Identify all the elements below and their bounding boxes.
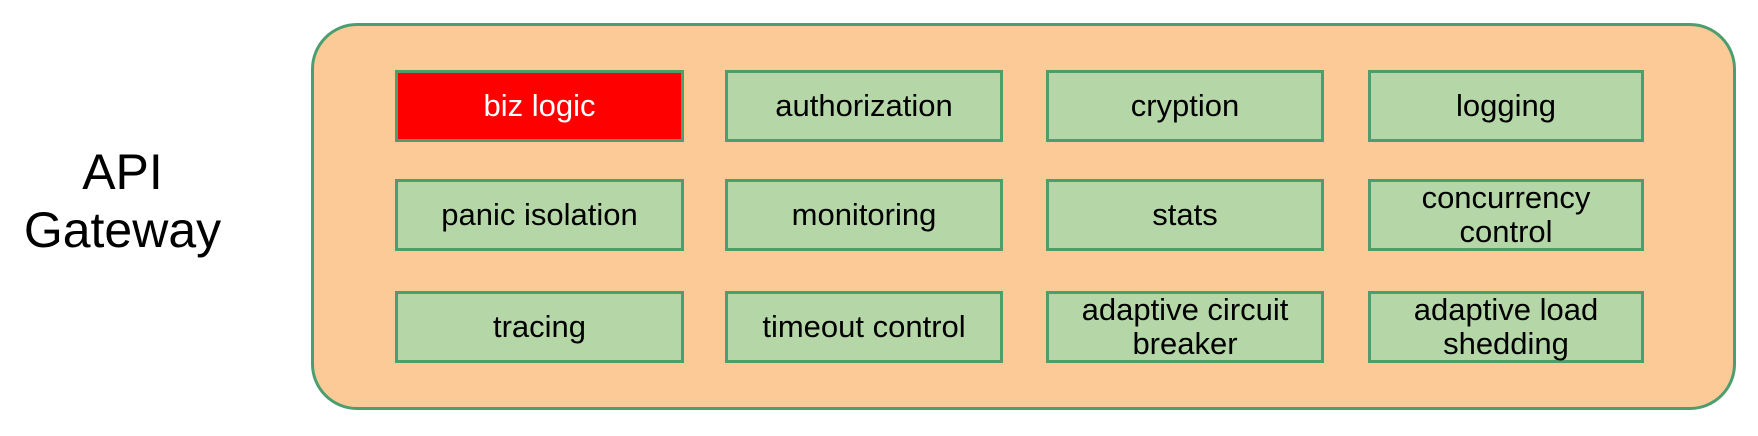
component-box-adaptive-circuit-breaker[interactable]: adaptive circuit breaker — [1046, 291, 1324, 363]
component-box-authorization[interactable]: authorization — [725, 70, 1003, 142]
component-box-biz-logic[interactable]: biz logic — [395, 70, 684, 142]
component-box-logging[interactable]: logging — [1368, 70, 1644, 142]
component-row: tracing timeout control adaptive circuit… — [395, 291, 1644, 363]
component-box-panic-isolation[interactable]: panic isolation — [395, 179, 684, 251]
component-box-stats[interactable]: stats — [1046, 179, 1324, 251]
component-box-monitoring[interactable]: monitoring — [725, 179, 1003, 251]
api-gateway-label: API Gateway — [23, 144, 222, 258]
component-box-tracing[interactable]: tracing — [395, 291, 684, 363]
component-box-timeout-control[interactable]: timeout control — [725, 291, 1003, 363]
component-box-adaptive-load-shedding[interactable]: adaptive load shedding — [1368, 291, 1644, 363]
component-box-cryption[interactable]: cryption — [1046, 70, 1324, 142]
component-row: biz logic authorization cryption logging — [395, 70, 1644, 142]
component-row: panic isolation monitoring stats concurr… — [395, 179, 1644, 251]
component-grid: biz logic authorization cryption logging… — [395, 70, 1644, 366]
component-box-concurrency-control[interactable]: concurrency control — [1368, 179, 1644, 251]
api-gateway-container: biz logic authorization cryption logging… — [311, 23, 1736, 410]
